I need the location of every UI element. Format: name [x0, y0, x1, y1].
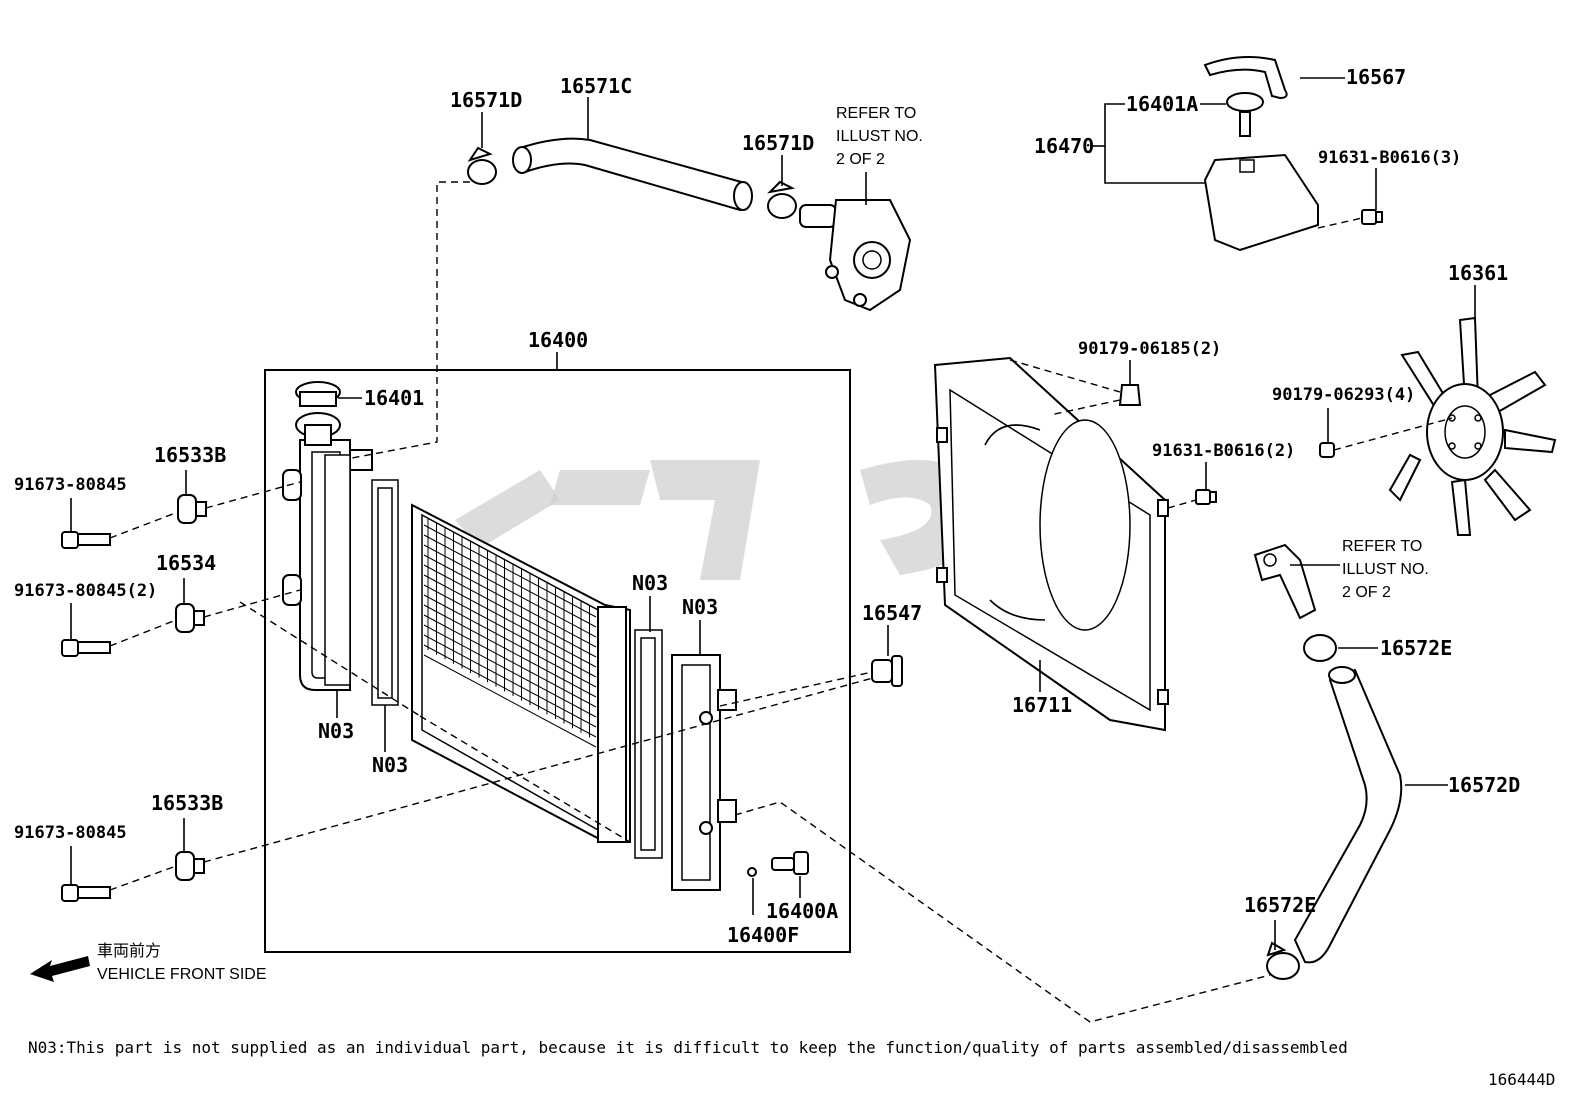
coolant-reservoir-16470: [1203, 153, 1319, 252]
refer-note-top-line3: 2 OF 2: [836, 151, 885, 168]
part-label-16567: 16567: [1346, 65, 1406, 89]
hose-clamp-16572E-lower: [1266, 941, 1300, 980]
refer-note-top-line2: ILLUST NO.: [836, 128, 923, 145]
part-label-16572E-upper: 16572E: [1380, 636, 1452, 660]
n03-label-right-seal: N03: [632, 571, 668, 595]
refer-note-top-line1: REFER TO: [836, 105, 916, 122]
drain-plug: [771, 851, 809, 875]
part-label-91631-B0616-3: 91631-B0616(3): [1318, 148, 1461, 168]
refer-note-right-line1: REFER TO: [1342, 538, 1422, 555]
bushing-16533B-upper: [177, 494, 207, 524]
water-inlet-ref: [1253, 543, 1317, 620]
part-label-16572D: 16572D: [1448, 773, 1520, 797]
part-label-16400: 16400: [528, 328, 588, 352]
drain-oring: [747, 867, 757, 877]
bolt-91673-middle: [61, 639, 111, 657]
vehicle-front-jp: 車両前方: [97, 942, 161, 960]
part-label-91631-B0616-2: 91631-B0616(2): [1152, 441, 1295, 461]
part-label-16571C: 16571C: [560, 74, 632, 98]
part-label-16572E-lower: 16572E: [1244, 893, 1316, 917]
bushing-16547: [871, 655, 903, 687]
n03-label-left-tank: N03: [318, 719, 354, 743]
refer-note-right-line2: ILLUST NO.: [1342, 561, 1429, 578]
fan-shroud-16711: [933, 356, 1169, 732]
part-label-16711: 16711: [1012, 693, 1072, 717]
overflow-hose-16567: [1203, 56, 1288, 100]
diagram-id: 166444D: [1488, 1070, 1555, 1089]
refer-note-right-line3: 2 OF 2: [1342, 584, 1391, 601]
arrow-left-icon: [30, 956, 90, 982]
cooling-fan-16361: [1388, 316, 1557, 536]
bushing-16534: [175, 603, 205, 633]
radiator-right-tank: [671, 654, 737, 891]
part-label-16361: 16361: [1448, 261, 1508, 285]
clip-90179-06185: [1118, 384, 1142, 406]
n03-label-left-seal: N03: [372, 753, 408, 777]
bushing-16533B-lower: [175, 851, 205, 881]
lower-radiator-hose-16572D: [1293, 668, 1403, 964]
part-label-16547: 16547: [862, 601, 922, 625]
bolt-91673-lower: [61, 884, 111, 902]
vehicle-front-en: VEHICLE FRONT SIDE: [97, 966, 267, 983]
part-label-16533B-upper: 16533B: [154, 443, 226, 467]
part-label-16400F: 16400F: [727, 923, 799, 947]
part-label-16401: 16401: [364, 386, 424, 410]
part-label-16400A: 16400A: [766, 899, 838, 923]
bolt-91631-B0616-3: [1361, 209, 1383, 225]
part-label-90179-06185-2: 90179-06185(2): [1078, 339, 1221, 359]
part-label-16401A: 16401A: [1126, 92, 1198, 116]
part-label-91673-80845-upper: 91673-80845: [14, 475, 127, 495]
upper-radiator-hose: [518, 137, 747, 212]
part-label-90179-06293-4: 90179-06293(4): [1272, 385, 1415, 405]
n03-label-right-tank: N03: [682, 595, 718, 619]
part-label-91673-80845-2: 91673-80845(2): [14, 581, 157, 601]
bolt-91631-B0616-2: [1195, 489, 1217, 505]
part-label-16470: 16470: [1034, 134, 1094, 158]
part-label-16534: 16534: [156, 551, 216, 575]
thermostat-housing-ref: [799, 199, 912, 312]
hose-clamp-16571D-left: [467, 146, 497, 185]
part-label-16571D-right: 16571D: [742, 131, 814, 155]
bolt-91673-upper: [61, 531, 111, 549]
part-label-16571D-left: 16571D: [450, 88, 522, 112]
reservoir-cap-16401A: [1226, 92, 1264, 137]
part-label-91673-80845-lower: 91673-80845: [14, 823, 127, 843]
nut-90179-06293: [1319, 442, 1335, 458]
hose-clamp-16571D-right: [767, 180, 797, 219]
left-gasket: [324, 454, 351, 686]
part-label-16533B-lower: 16533B: [151, 791, 223, 815]
radiator-core: [411, 503, 631, 843]
hose-clamp-16572E-upper: [1303, 634, 1337, 662]
n03-footnote: N03:This part is not supplied as an indi…: [28, 1038, 1348, 1057]
radiator-cap: [295, 381, 341, 407]
